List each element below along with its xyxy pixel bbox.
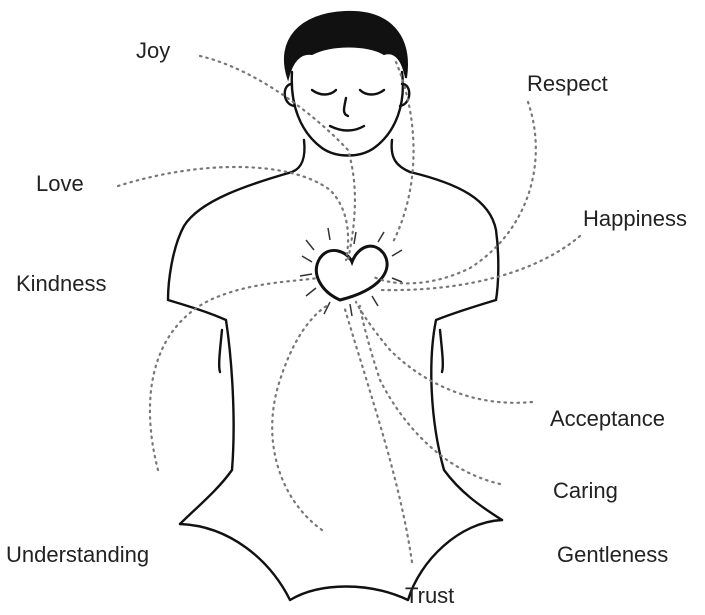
label-acceptance: Acceptance: [550, 408, 665, 430]
label-understanding: Understanding: [6, 544, 149, 566]
right-arm-inner: [440, 330, 443, 372]
left-eye: [312, 90, 336, 95]
torso-right: [410, 172, 502, 520]
path-respect: [372, 102, 536, 283]
left-arm-inner: [219, 330, 222, 372]
neck-right: [392, 140, 410, 172]
right-eye: [360, 90, 384, 95]
label-respect: Respect: [527, 73, 608, 95]
label-kindness: Kindness: [16, 273, 107, 295]
hair: [285, 12, 407, 78]
path-happiness: [380, 236, 580, 290]
nose: [344, 98, 348, 116]
label-joy: Joy: [136, 40, 170, 62]
mouth: [330, 126, 364, 131]
label-caring: Caring: [553, 480, 618, 502]
path-love: [118, 167, 348, 260]
label-gentleness: Gentleness: [557, 544, 668, 566]
path-joy: [200, 56, 355, 260]
path-understanding: [272, 304, 330, 530]
neck-left: [292, 140, 305, 172]
path-caring: [360, 306, 500, 484]
label-happiness: Happiness: [583, 208, 687, 230]
path-trust: [344, 306, 412, 562]
label-trust: Trust: [405, 585, 454, 607]
heart-icon: [316, 246, 387, 300]
label-love: Love: [36, 173, 84, 195]
torso-left: [168, 172, 292, 524]
